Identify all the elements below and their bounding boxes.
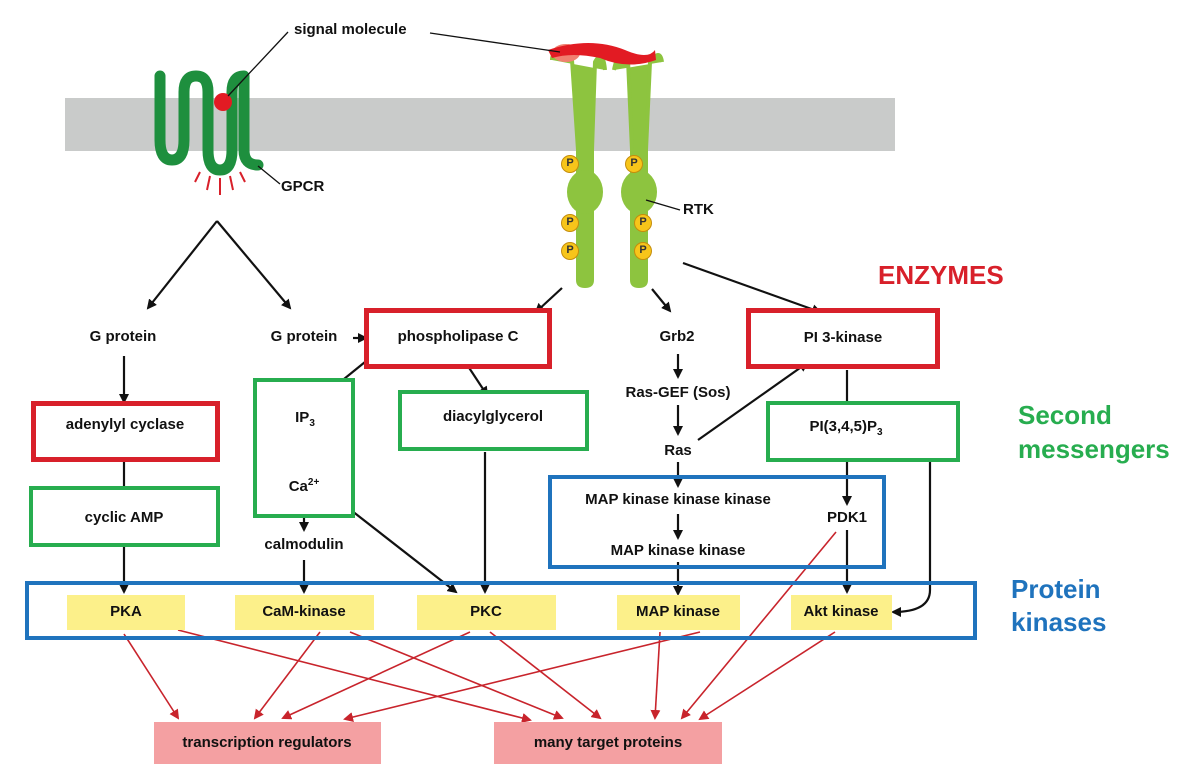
ras-gef-label: Ras-GEF (Sos) <box>625 384 731 401</box>
protein-kinases-heading-line1: Protein <box>1011 574 1101 604</box>
target-proteins-label: many target proteins <box>533 734 683 751</box>
transcription-regulators-box <box>154 722 381 764</box>
cam-kinase-box <box>235 595 374 630</box>
phosphate-icon: P <box>634 242 652 260</box>
ca-superscript: 2+ <box>307 477 320 488</box>
cyclic-amp-label: cyclic AMP <box>84 509 164 526</box>
phospholipase-c-label: phospholipase C <box>397 328 519 345</box>
calmodulin-label: calmodulin <box>264 536 344 553</box>
ca-label: Ca2+ <box>288 477 320 495</box>
protein-kinases-heading-line2: kinases <box>1011 607 1107 637</box>
cam-kinase-label: CaM-kinase <box>262 603 346 620</box>
pip3-label: PI(3,4,5)P3 <box>809 418 883 438</box>
pip3-subscript: 3 <box>876 427 883 438</box>
ip3-subscript: 3 <box>309 418 315 429</box>
signal-molecule-label: signal molecule <box>294 21 407 38</box>
adenylyl-cyclase-label: adenylyl cyclase <box>65 416 185 433</box>
g-protein-1-label: G protein <box>89 328 157 345</box>
transcription-regulators-label: transcription regulators <box>182 734 352 751</box>
signal-molecule-rtk <box>548 43 656 65</box>
gpcr-icon <box>154 70 264 195</box>
pkc-label: PKC <box>470 603 502 620</box>
map-kinase-cascade-box <box>548 475 886 569</box>
phosphate-icon: P <box>561 214 579 232</box>
grb2-label: Grb2 <box>659 328 695 345</box>
ip3-ca-box <box>253 378 355 518</box>
red-arrows <box>123 531 837 723</box>
diacylglycerol-label: diacylglycerol <box>442 408 544 425</box>
pi3-kinase-box <box>746 308 940 369</box>
pointer-lines <box>227 31 681 211</box>
mapkk-label: MAP kinase kinase <box>610 542 746 559</box>
diacylglycerol-box <box>398 390 589 451</box>
protein-kinases-box <box>25 581 977 640</box>
phosphate-icon: P <box>561 242 579 260</box>
g-protein-2-label: G protein <box>270 328 338 345</box>
gpcr-label: GPCR <box>281 178 325 195</box>
phosphate-icon: P <box>625 155 643 173</box>
ip3-label: IP3 <box>295 409 315 429</box>
rtk-label: RTK <box>683 201 714 218</box>
pi3-kinase-label: PI 3-kinase <box>803 329 883 346</box>
phosphate-icon: P <box>634 214 652 232</box>
pka-label: PKA <box>110 603 142 620</box>
pdk1-label: PDK1 <box>826 509 868 526</box>
mapkkk-label: MAP kinase kinase kinase <box>585 491 771 508</box>
adenylyl-cyclase-box <box>31 401 220 462</box>
phospholipase-c-box <box>364 308 552 369</box>
map-kinase-label: MAP kinase <box>636 603 720 620</box>
signal-molecule-gpcr <box>214 93 232 111</box>
ras-label: Ras <box>664 442 692 459</box>
enzymes-heading: ENZYMES <box>878 260 1004 290</box>
phosphate-icon: P <box>561 155 579 173</box>
akt-kinase-label: Akt kinase <box>803 603 879 620</box>
pka-box <box>67 595 185 630</box>
pkc-box <box>417 595 556 630</box>
akt-kinase-box <box>791 595 892 630</box>
map-kinase-box <box>617 595 740 630</box>
pip3-box <box>766 401 960 462</box>
second-messengers-heading-line2: messengers <box>1018 434 1170 464</box>
second-messengers-heading-line1: Second <box>1018 400 1112 430</box>
cyclic-amp-box <box>29 486 220 547</box>
target-proteins-box <box>494 722 722 764</box>
